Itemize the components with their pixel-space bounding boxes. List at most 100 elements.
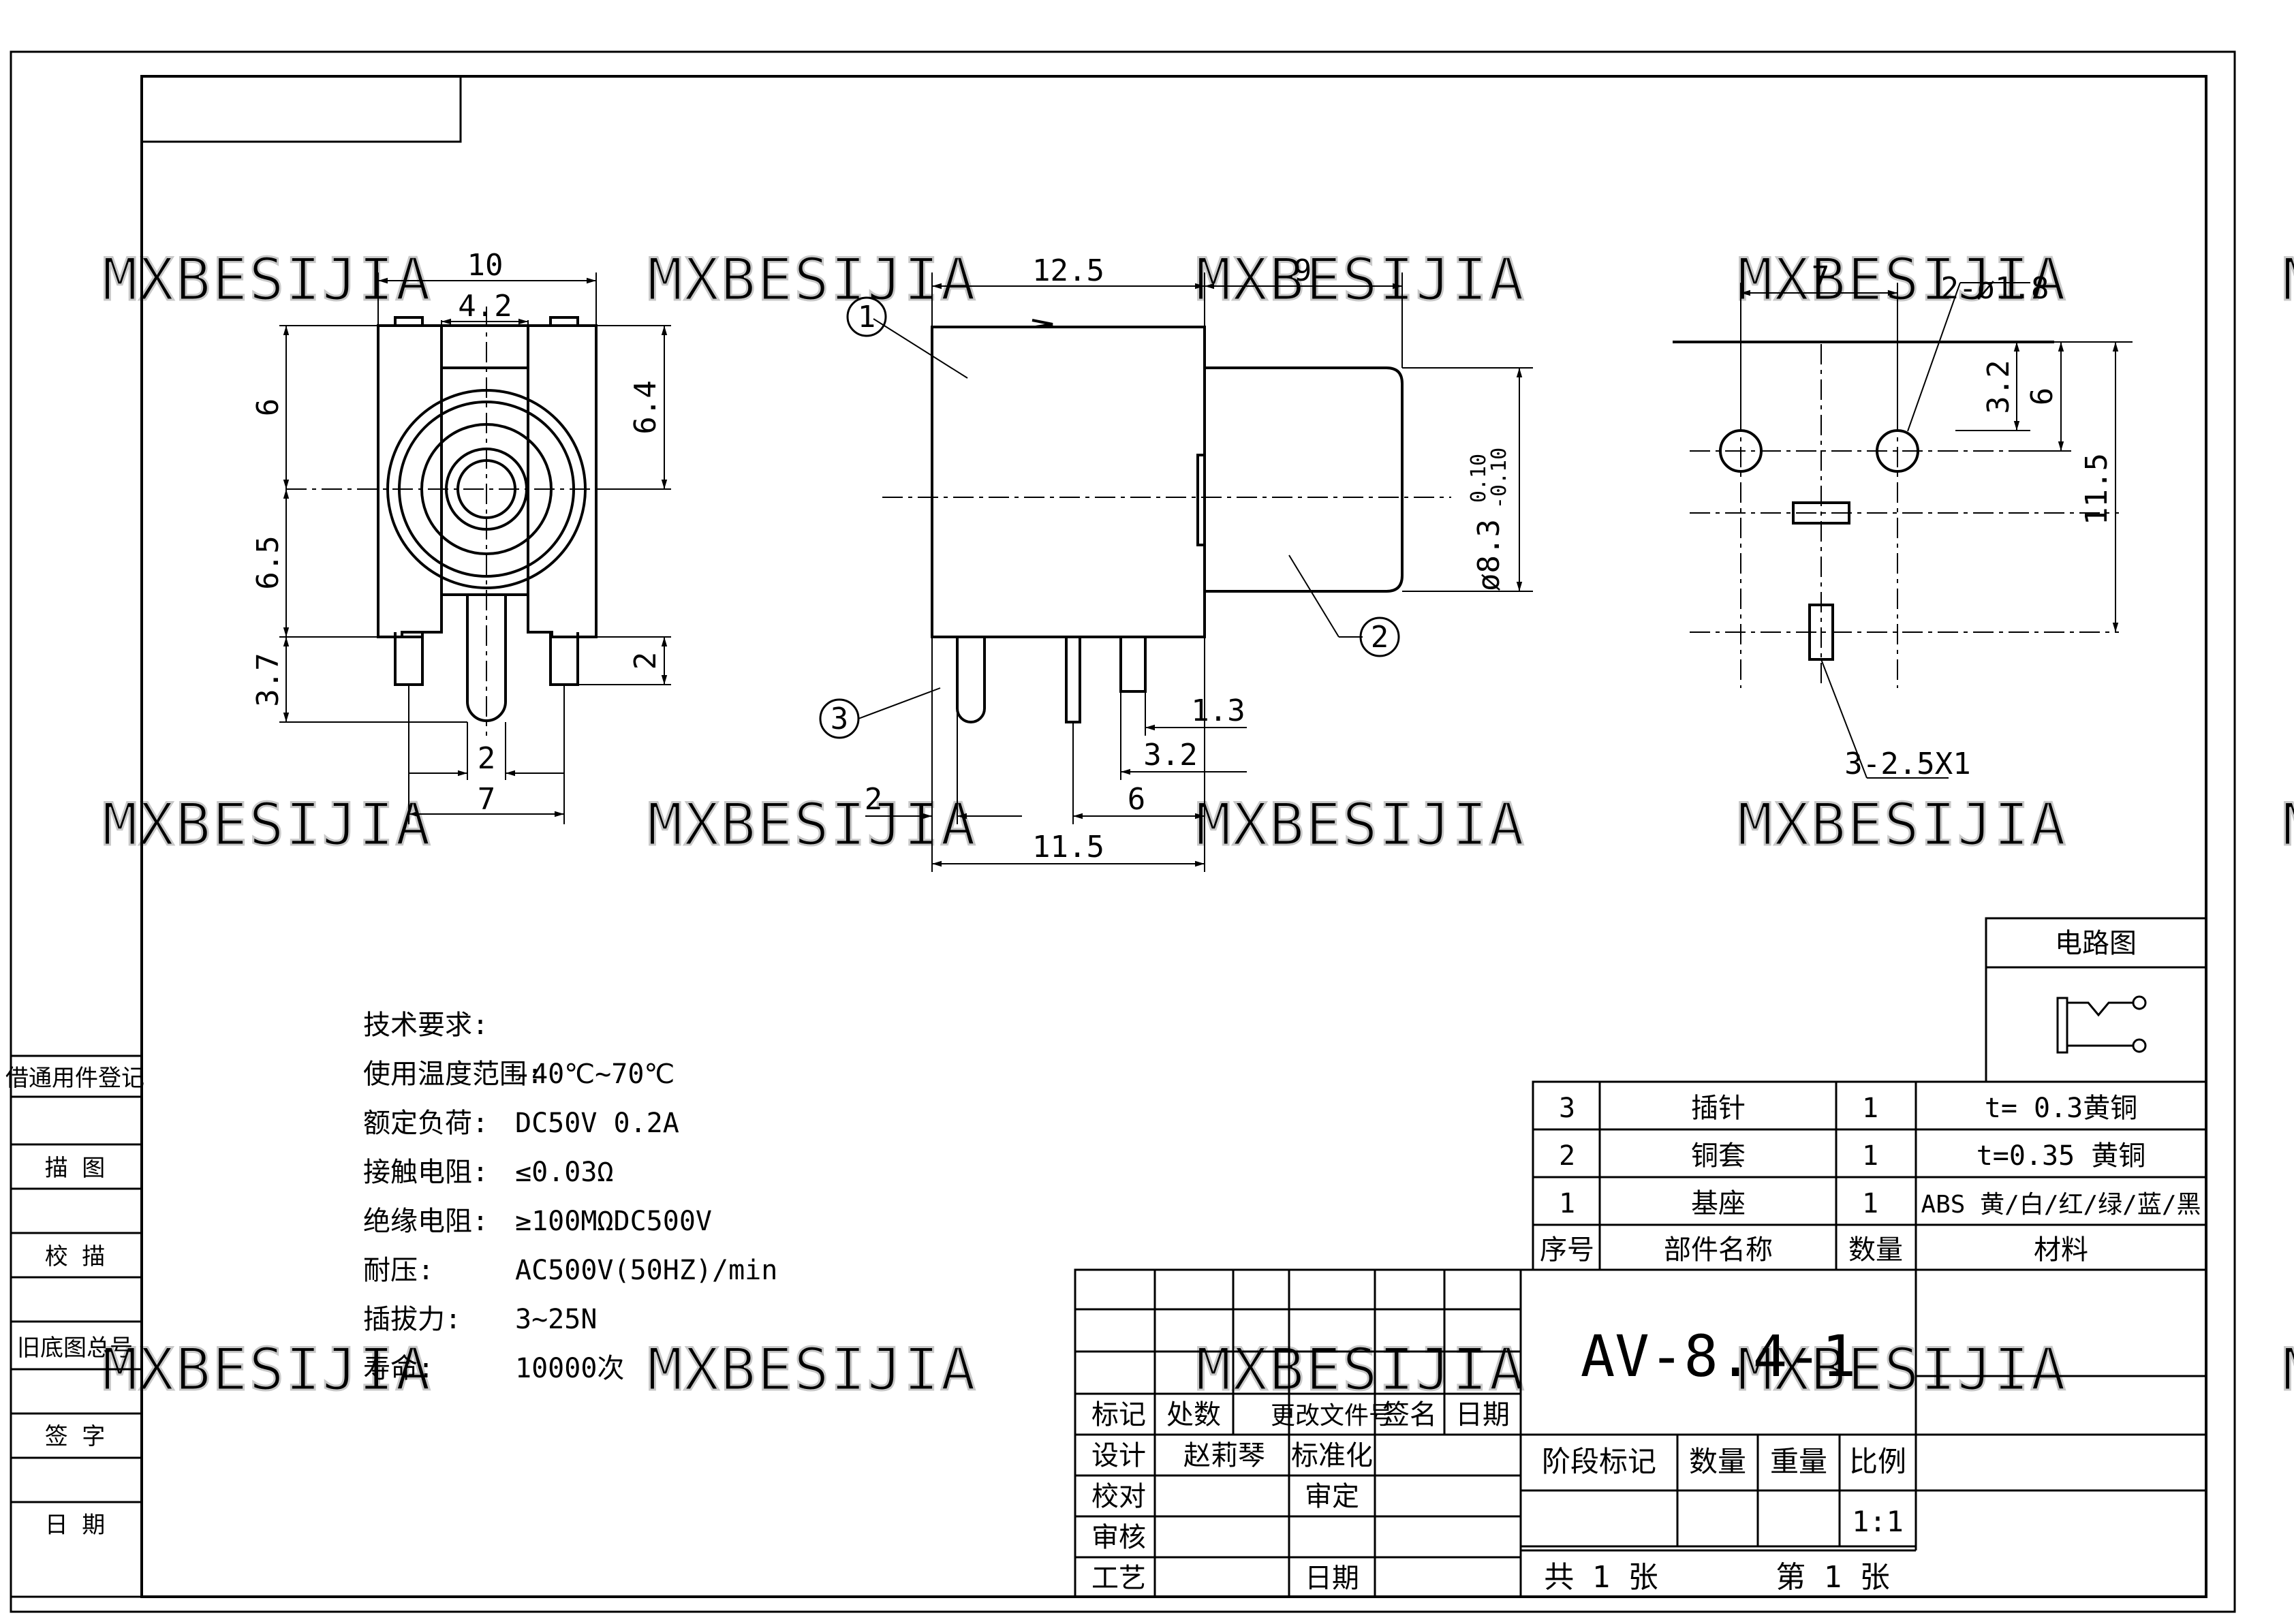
dim-label: 6: [1128, 782, 1146, 817]
dim-label: 2: [478, 741, 496, 776]
left-strip: 借通用件登记 描 图 校 描 旧底图总号 签 字 日 期: [5, 1055, 144, 1598]
note-label: 耐压:: [363, 1255, 434, 1286]
dim-label: 10: [467, 248, 503, 283]
sign-label: 设计: [1091, 1440, 1146, 1471]
side-view: 1 2 3 12.5 9 11.5 6 2 1.3 3.2 ø8.3 0.10 …: [819, 253, 1533, 872]
sign-label: 审核: [1091, 1522, 1146, 1553]
bom-header-qty: 数量: [1848, 1234, 1903, 1266]
watermark: MXBESIJIA: [1196, 791, 1525, 859]
sign-label: 校对: [1091, 1481, 1146, 1512]
pcb-view: 7 2-ø1.8 3-2.5X1 3.2 6 11.5: [1673, 260, 2133, 781]
stage-header: 数量: [1689, 1445, 1746, 1478]
note-label: 绝缘电阻:: [363, 1206, 489, 1237]
stage-header: 比例: [1849, 1445, 1906, 1478]
rev-header: 日期: [1455, 1399, 1510, 1431]
rev-header: 处数: [1166, 1399, 1221, 1431]
watermark-layer: MXBESIJIA MXBESIJIA MXBESIJIA MXBESIJIA …: [102, 245, 2294, 1405]
bom-header-material: 材料: [2034, 1234, 2088, 1266]
watermark: MXBESIJIA: [2282, 246, 2294, 314]
note-value: 3~25N: [515, 1304, 597, 1335]
dim-label: 7: [1812, 260, 1830, 295]
stage-header: 阶段标记: [1542, 1445, 1656, 1478]
note-label: 使用温度范围:: [363, 1059, 543, 1090]
note-value: DC50V 0.2A: [515, 1108, 679, 1139]
dim-label: 9: [1294, 253, 1312, 288]
dim-label: 3.7: [251, 653, 285, 706]
callout-number: 2: [1371, 620, 1389, 655]
part-number: AV-8.4-1: [1581, 1323, 1857, 1390]
dim-label: 7: [478, 782, 496, 817]
bom-material: t= 0.3黄铜: [1985, 1093, 2138, 1124]
watermark: MXBESIJIA: [2282, 1336, 2294, 1404]
watermark: MXBESIJIA: [1737, 1336, 2067, 1404]
callout-number: 3: [831, 702, 849, 736]
watermark: MXBESIJIA: [647, 791, 977, 859]
strip-label: 旧底图总号: [17, 1334, 133, 1362]
sheet-number: 第 1 张: [1776, 1560, 1889, 1595]
bom-qty: 1: [1862, 1093, 1878, 1124]
rev-header: 标记: [1091, 1399, 1146, 1431]
bom-qty: 1: [1862, 1188, 1878, 1219]
dim-label: 11.5: [1032, 830, 1104, 864]
sign-label-2: 标准化: [1291, 1440, 1373, 1471]
sign-label-2: 日期: [1305, 1563, 1359, 1594]
sheets-total: 共 1 张: [1544, 1560, 1658, 1595]
note-label: 额定负荷:: [363, 1108, 489, 1139]
watermark: MXBESIJIA: [1737, 791, 2067, 859]
dim-label: 6.5: [251, 535, 285, 589]
note-value: ≥100MΩDC500V: [515, 1206, 712, 1237]
watermark: MXBESIJIA: [102, 1336, 432, 1404]
bom-no: 1: [1559, 1188, 1575, 1219]
dim-label: 1.3: [1191, 693, 1245, 728]
bom-name: 铜套: [1691, 1140, 1746, 1172]
note-label: 寿命:: [363, 1353, 434, 1384]
watermark: MXBESIJIA: [2282, 791, 2294, 859]
bom-name: 基座: [1691, 1188, 1746, 1219]
sign-name: 赵莉琴: [1183, 1440, 1265, 1471]
bom-qty: 1: [1862, 1140, 1878, 1172]
dim-label: 6: [2025, 388, 2060, 406]
strip-label: 校 描: [45, 1243, 105, 1270]
dim-label: 3.2: [1143, 738, 1197, 772]
bom-header-no: 序号: [1540, 1234, 1594, 1266]
bom-name: 插针: [1691, 1093, 1746, 1124]
note-value: AC500V(50HZ)/min: [515, 1255, 777, 1286]
strip-label: 借通用件登记: [5, 1065, 144, 1092]
note-label: 接触电阻:: [363, 1157, 489, 1188]
rev-header: 签名: [1382, 1399, 1437, 1431]
note-label: 插拔力:: [363, 1304, 461, 1335]
note-value: 10000次: [515, 1353, 624, 1384]
bom-table: 3 插针 1 t= 0.3黄铜 2 铜套 1 t=0.35 黄铜 1 基座 1 …: [1532, 1080, 2207, 1271]
dim-label: 6: [251, 399, 285, 417]
watermark: MXBESIJIA: [647, 246, 977, 314]
bom-no: 3: [1559, 1093, 1575, 1124]
dim-label: 4.2: [458, 289, 512, 324]
dim-tolerance: -0.10: [1487, 448, 1511, 509]
sign-label-2: 审定: [1305, 1481, 1359, 1512]
rev-header: 更改文件号: [1271, 1402, 1393, 1430]
sign-label: 工艺: [1091, 1563, 1146, 1594]
circuit-title: 电路图: [2055, 928, 2137, 959]
note-value: -40℃~70℃: [515, 1059, 675, 1090]
watermark: MXBESIJIA: [1196, 246, 1525, 314]
watermark: MXBESIJIA: [647, 1336, 977, 1404]
dim-tolerance: 0.10: [1467, 454, 1491, 503]
strip-label: 描 图: [45, 1155, 105, 1182]
tech-notes: 技术要求: 使用温度范围: -40℃~70℃ 额定负荷: DC50V 0.2A …: [363, 1010, 777, 1384]
strip-label: 签 字: [45, 1423, 105, 1450]
bom-material: t=0.35 黄铜: [1977, 1140, 2146, 1172]
stage-header: 重量: [1770, 1445, 1827, 1478]
dim-label: 3.2: [1981, 360, 2016, 413]
watermark: MXBESIJIA: [102, 791, 432, 859]
note-value: ≤0.03Ω: [515, 1157, 614, 1188]
dim-label: 12.5: [1032, 253, 1104, 288]
bom-material: ABS 黄/白/红/绿/蓝/黑: [1921, 1191, 2201, 1219]
bom-header-name: 部件名称: [1664, 1234, 1773, 1266]
strip-label: 日 期: [45, 1512, 105, 1539]
dim-label: ø8.3: [1472, 519, 1506, 591]
dim-label: 11.5: [2079, 453, 2114, 525]
dim-label: 2: [628, 652, 663, 670]
dim-label: 2: [865, 782, 883, 817]
circuit-diagram-box: 电路图: [1985, 917, 2207, 1083]
